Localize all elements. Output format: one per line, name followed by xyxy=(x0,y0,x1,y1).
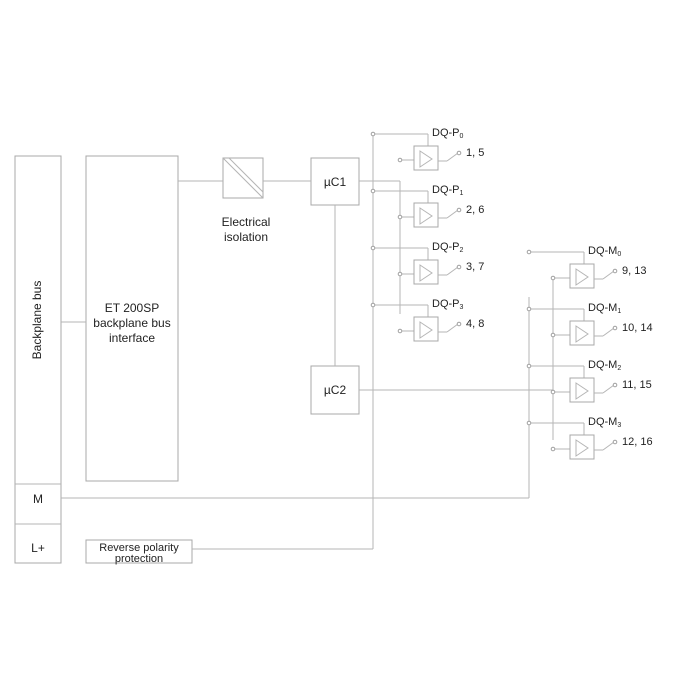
backplane-bus-interface-block: ET 200SP backplane bus interface xyxy=(85,155,179,482)
junction-icon xyxy=(550,275,556,281)
junction-icon xyxy=(550,332,556,338)
uc1-label: µC1 xyxy=(324,175,347,189)
p-channel-pins: 2, 6 xyxy=(466,204,484,216)
terminal-icon xyxy=(612,439,618,445)
isolation-label-line2: isolation xyxy=(224,230,268,244)
junction-icon xyxy=(550,389,556,395)
p-channel-pins: 1, 5 xyxy=(466,147,484,159)
m-channel-pins: 9, 13 xyxy=(622,265,646,277)
interface-label-line3: interface xyxy=(109,331,155,345)
p-channel-1: DQ-P12, 6 xyxy=(370,184,484,228)
uc2-label: µC2 xyxy=(324,383,347,397)
m-channel-pins: 10, 14 xyxy=(622,322,653,334)
junction-icon xyxy=(370,302,376,308)
p-channel-name: DQ-P0 xyxy=(432,127,464,140)
junction-icon xyxy=(397,157,403,163)
p-channel-pins: 4, 8 xyxy=(466,318,484,330)
junction-icon xyxy=(526,420,532,426)
m-channel-name: DQ-M1 xyxy=(588,302,621,315)
junction-icon xyxy=(526,306,532,312)
m-channel-0: DQ-M09, 13 xyxy=(526,245,646,289)
p-channel-group: DQ-P01, 5 DQ-P12, 6 DQ-P23, 7 DQ-P34, 8 xyxy=(370,127,484,342)
m-driver-box xyxy=(569,434,595,460)
driver-triangle-icon xyxy=(575,382,589,400)
m-driver-box xyxy=(569,263,595,289)
electrical-isolation-block: Electrical isolation xyxy=(222,157,271,244)
junction-icon xyxy=(397,271,403,277)
isolation-label-line1: Electrical xyxy=(222,215,271,229)
interface-label-line2: backplane bus xyxy=(93,316,170,330)
p-channel-name: DQ-P3 xyxy=(432,298,464,311)
reverse-polarity-label-line1: Reverse polarity xyxy=(99,542,179,554)
m-channel-name: DQ-M0 xyxy=(588,245,621,258)
p-channel-pins: 3, 7 xyxy=(466,261,484,273)
reverse-polarity-label-line2: protection xyxy=(115,553,163,565)
m-driver-box xyxy=(569,377,595,403)
p-channel-name: DQ-P2 xyxy=(432,241,464,254)
lplus-terminal-label: L+ xyxy=(31,541,45,555)
p-channel-3: DQ-P34, 8 xyxy=(370,298,484,342)
driver-triangle-icon xyxy=(419,150,433,168)
p-channel-name: DQ-P1 xyxy=(432,184,464,197)
p-driver-box xyxy=(413,259,439,285)
junction-icon xyxy=(370,131,376,137)
junction-icon xyxy=(397,328,403,334)
m-channel-pins: 12, 16 xyxy=(622,436,653,448)
junction-icon xyxy=(550,446,556,452)
p-driver-box xyxy=(413,202,439,228)
p-driver-box xyxy=(413,145,439,171)
junction-icon xyxy=(526,249,532,255)
p-channel-2: DQ-P23, 7 xyxy=(370,241,484,285)
uc2-block: µC2 xyxy=(310,365,360,415)
terminal-icon xyxy=(456,321,462,327)
driver-triangle-icon xyxy=(575,268,589,286)
backplane-bus-label: Backplane bus xyxy=(30,281,44,360)
reverse-polarity-block: Reverse polarity protection xyxy=(85,539,193,565)
m-channel-name: DQ-M2 xyxy=(588,359,621,372)
terminal-icon xyxy=(456,150,462,156)
driver-triangle-icon xyxy=(575,439,589,457)
m-channel-pins: 11, 15 xyxy=(622,379,652,391)
backplane-bus-block: Backplane bus M L+ xyxy=(14,155,62,564)
interface-label-line1: ET 200SP xyxy=(105,301,159,315)
m-driver-box xyxy=(569,320,595,346)
p-driver-box xyxy=(413,316,439,342)
terminal-icon xyxy=(456,207,462,213)
terminal-icon xyxy=(612,382,618,388)
junction-icon xyxy=(370,245,376,251)
junction-icon xyxy=(370,188,376,194)
driver-triangle-icon xyxy=(419,264,433,282)
terminal-icon xyxy=(456,264,462,270)
junction-icon xyxy=(526,363,532,369)
driver-triangle-icon xyxy=(575,325,589,343)
m-terminal-label: M xyxy=(33,492,43,506)
terminal-icon xyxy=(612,268,618,274)
driver-triangle-icon xyxy=(419,321,433,339)
driver-triangle-icon xyxy=(419,207,433,225)
m-channel-name: DQ-M3 xyxy=(588,416,621,429)
uc1-block: µC1 xyxy=(310,157,360,206)
terminal-icon xyxy=(612,325,618,331)
junction-icon xyxy=(397,214,403,220)
p-channel-0: DQ-P01, 5 xyxy=(370,127,484,171)
